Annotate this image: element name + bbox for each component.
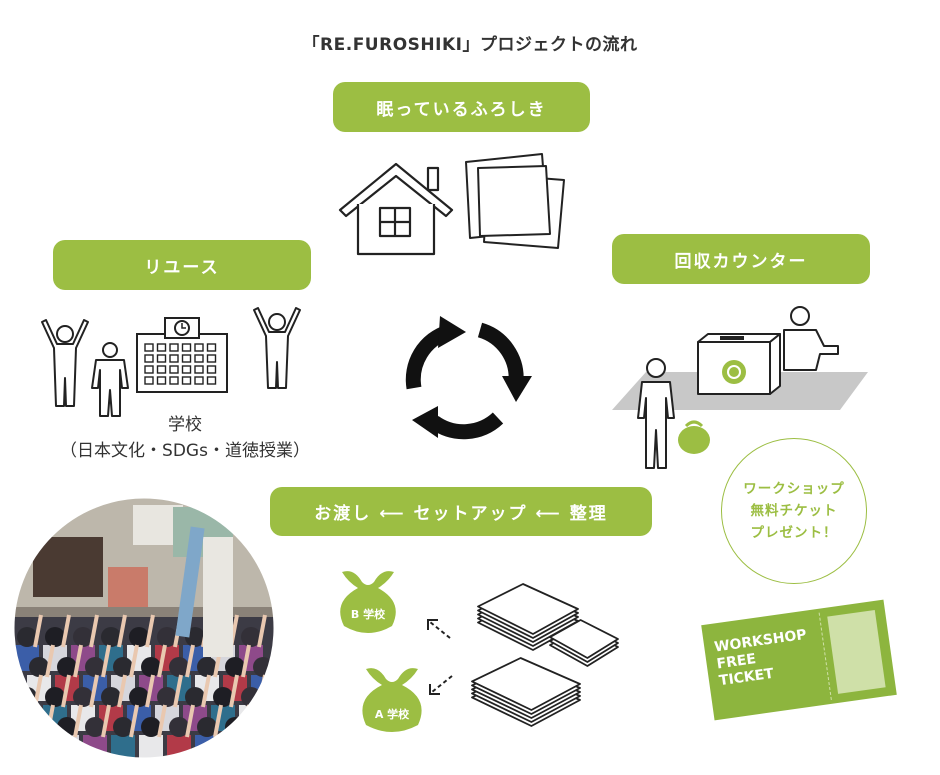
bag-b-label: B 学校 [350,608,386,621]
person-cheering-left-icon [41,319,89,407]
workshop-free-ticket: WORKSHOP FREE TICKET [701,599,897,721]
ticket-text: WORKSHOP FREE TICKET [713,627,812,690]
collection-box-icon [612,306,868,469]
ticket-stub [827,609,886,694]
step-prepare: お渡し ⟵ セットアップ ⟵ 整理 [270,487,652,536]
school-subjects: （日本文化・SDGs・道徳授業） [60,441,310,461]
cloth-stack-icon [465,153,565,249]
promo-line-3: プレゼント！ [750,525,838,541]
house-icon [338,162,454,256]
dashed-arrow-upper-icon [427,619,451,639]
step-collection-counter: 回収カウンター [612,234,870,284]
dashed-arrow-lower-icon [429,675,453,695]
page-title: 「RE.FUROSHIKI」プロジェクトの流れ [302,35,638,55]
classroom-photo [13,497,275,759]
school-building-icon [136,317,228,393]
recycle-arrows-icon [405,316,532,440]
promo-line-1: ワークショップ [743,481,845,497]
step-reuse: リユース [53,240,311,290]
promo-line-2: 無料チケット [750,503,838,519]
workshop-promo-badge: ワークショップ 無料チケット プレゼント！ [721,438,867,584]
folded-cloth-stack-icon [471,583,619,727]
bag-b-icon [340,571,396,633]
bag-a-label: A 学校 [374,708,410,721]
school-name: 学校 [168,415,202,435]
person-child-icon [91,342,129,417]
person-cheering-right-icon [253,307,301,389]
bag-a-icon [362,668,422,732]
step-sleeping-furoshiki: 眠っているふろしき [333,82,590,132]
school-label: 学校 （日本文化・SDGs・道徳授業） [20,412,350,464]
